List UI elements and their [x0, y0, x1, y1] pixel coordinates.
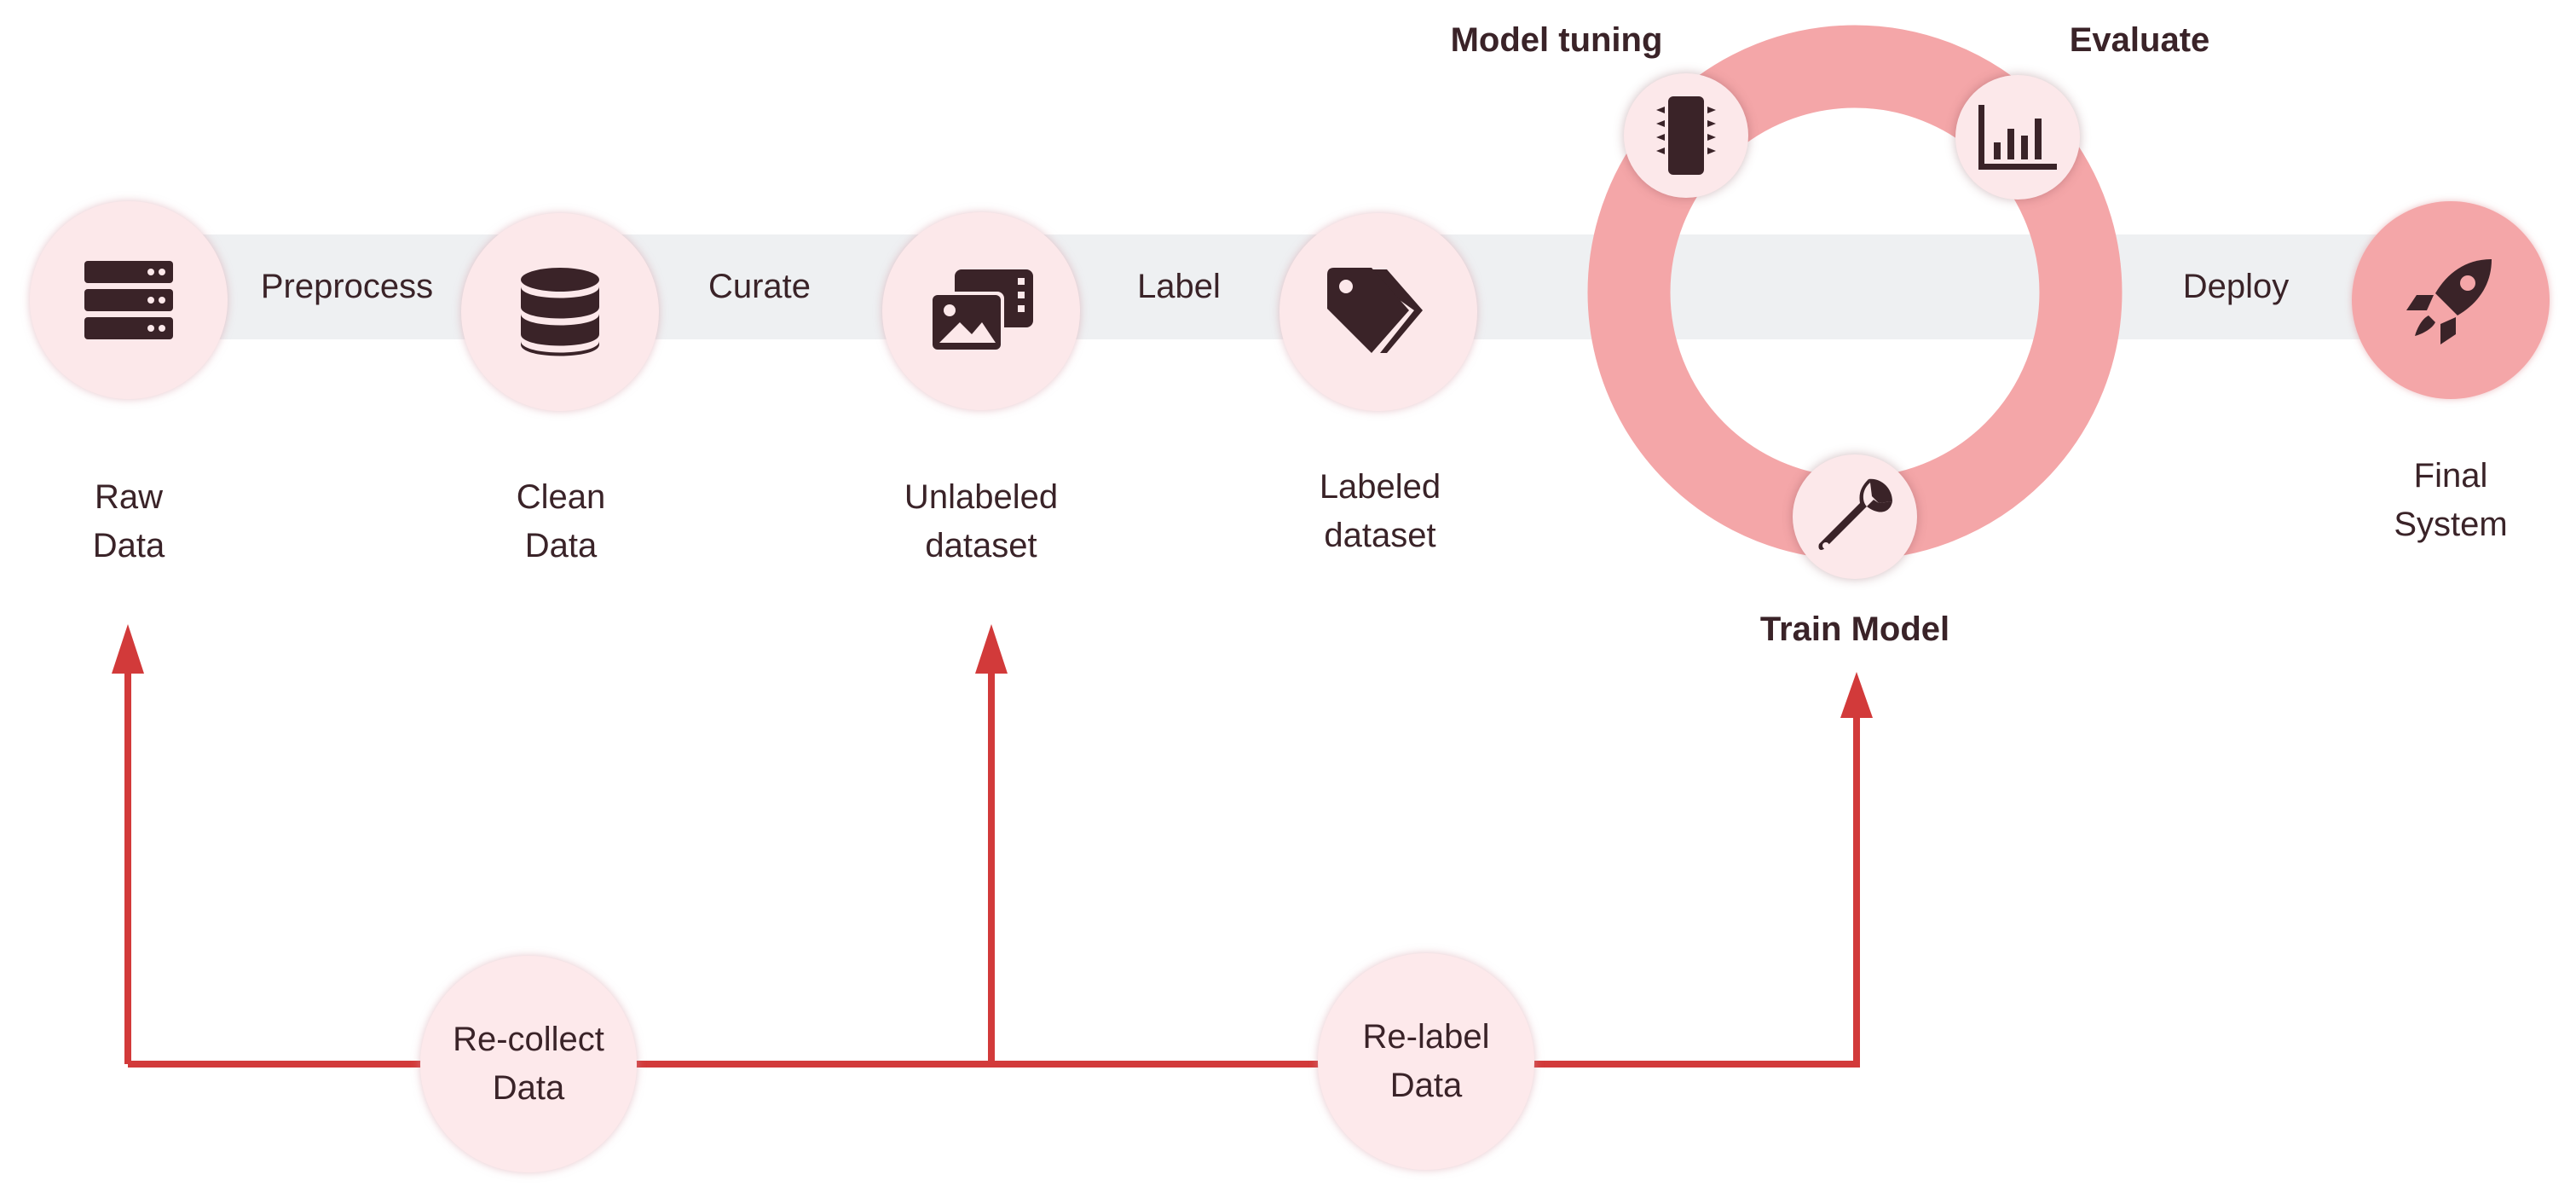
- label-line: Final: [2413, 457, 2488, 495]
- node-label-unlabeled-dataset: Unlabeled dataset: [904, 473, 1058, 570]
- label-line: dataset: [925, 527, 1037, 564]
- arrowhead-unlabeled: [975, 624, 1008, 674]
- node-evaluate: [1955, 75, 2080, 200]
- rocket-icon: [2406, 256, 2495, 344]
- node-label-labeled-dataset: Labeled dataset: [1320, 463, 1441, 560]
- arrowhead-raw-data: [112, 624, 144, 674]
- label-line: System: [2394, 506, 2508, 543]
- chip-icon: [1653, 96, 1719, 175]
- step-label-curate: Curate: [708, 268, 811, 305]
- label-line: Data: [492, 1069, 565, 1107]
- feedback-arrows: [124, 665, 1860, 1068]
- wrench-icon: [1816, 477, 1894, 556]
- label-evaluate: Evaluate: [2069, 21, 2210, 59]
- bar-chart-icon: [1978, 105, 2057, 170]
- label-model-tuning: Model tuning: [1450, 21, 1663, 59]
- label-line: Unlabeled: [904, 478, 1059, 516]
- server-icon: [84, 261, 173, 339]
- label-line: dataset: [1324, 517, 1436, 554]
- step-label-preprocess: Preprocess: [260, 268, 434, 305]
- arrowhead-train-model: [1840, 672, 1873, 718]
- node-labeled-dataset: [1279, 213, 1477, 411]
- feedback-line: [128, 699, 1860, 1068]
- label-line: Data: [92, 527, 165, 564]
- label-line: Re-label: [1362, 1018, 1490, 1056]
- images-icon: [929, 269, 1033, 353]
- node-raw-data: [30, 201, 228, 399]
- label-train-model: Train Model: [1759, 610, 1950, 648]
- node-final-system: [2352, 201, 2550, 399]
- label-line: Data: [524, 527, 598, 564]
- node-clean-data: [461, 213, 659, 411]
- label-line: Raw: [94, 478, 164, 516]
- node-train-model: [1793, 454, 1917, 579]
- node-label-final-system: Final System: [2394, 452, 2507, 549]
- node-label-raw-data: Raw Data: [93, 473, 165, 570]
- node-model-tuning: [1624, 73, 1748, 198]
- label-line: Labeled: [1319, 468, 1441, 506]
- step-label-label: Label: [1137, 268, 1221, 305]
- label-line: Data: [1389, 1067, 1463, 1104]
- tags-icon: [1327, 268, 1430, 356]
- label-line: Re-collect: [453, 1021, 604, 1058]
- label-line: Clean: [516, 478, 606, 516]
- node-label-clean-data: Clean Data: [517, 473, 606, 570]
- node-relabel-data: Re-label Data: [1318, 953, 1534, 1170]
- step-label-deploy: Deploy: [2182, 268, 2290, 305]
- node-recollect-data: Re-collect Data: [420, 956, 637, 1172]
- database-icon: [521, 268, 599, 356]
- node-unlabeled-dataset: [882, 212, 1080, 410]
